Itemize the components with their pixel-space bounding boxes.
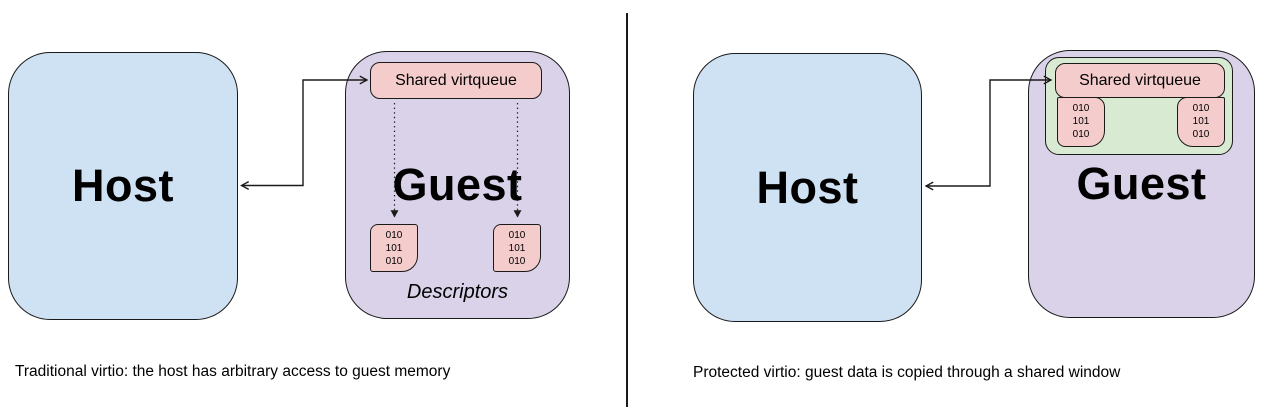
left-guest-label: Guest: [392, 159, 523, 210]
right-host-label: Host: [756, 161, 859, 213]
descriptor-bits: 010: [1072, 103, 1090, 114]
descriptor-bits: 101: [508, 243, 526, 254]
right-caption: Protected virtio: guest data is copied t…: [693, 364, 1121, 381]
left-descriptor-box-1: 010 101 010: [370, 224, 418, 272]
right-shared-virtqueue-label: Shared virtqueue: [1079, 71, 1201, 89]
left-host-label: Host: [72, 160, 174, 211]
descriptor-bits: 101: [1192, 116, 1210, 127]
panel-divider: [626, 13, 628, 407]
left-host-box: Host: [8, 52, 238, 320]
right-descriptor-box-1: 010 101 010: [1057, 97, 1105, 147]
descriptor-bits: 010: [1192, 129, 1210, 140]
descriptors-label: Descriptors: [406, 281, 509, 303]
left-caption: Traditional virtio: the host has arbitra…: [15, 363, 451, 380]
descriptor-bits: 101: [385, 243, 403, 254]
left-shared-virtqueue-box: Shared virtqueue: [370, 62, 542, 99]
descriptor-bits: 010: [1072, 129, 1090, 140]
right-descriptor-box-2: 010 101 010: [1177, 97, 1225, 147]
descriptor-bits: 010: [508, 256, 526, 267]
descriptor-bits: 010: [1192, 103, 1210, 114]
right-host-box: Host: [693, 53, 922, 322]
right-guest-label: Guest: [1076, 158, 1207, 209]
descriptor-bits: 101: [1072, 116, 1090, 127]
descriptor-bits: 010: [385, 230, 403, 241]
left-descriptor-box-2: 010 101 010: [493, 224, 541, 272]
left-shared-virtqueue-label: Shared virtqueue: [395, 71, 517, 89]
descriptor-bits: 010: [385, 256, 403, 267]
right-shared-virtqueue-box: Shared virtqueue: [1055, 63, 1225, 98]
descriptor-bits: 010: [508, 230, 526, 241]
